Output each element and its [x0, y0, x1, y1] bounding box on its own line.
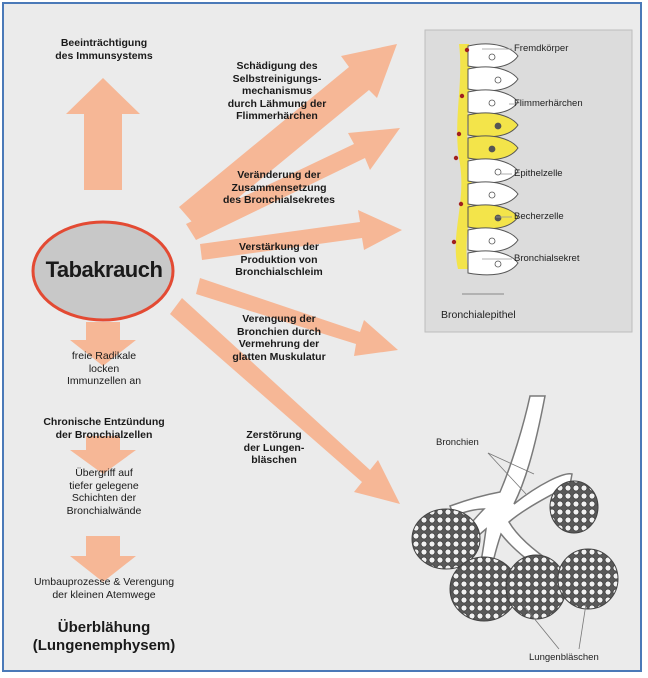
arrow-down-1 [70, 322, 136, 366]
cell-nucleus [494, 76, 502, 84]
label-bronchialepithel: Bronchialepithel [441, 309, 516, 321]
effect-mucus-production: Verstärkung der Produktion von Bronchial… [235, 241, 323, 279]
center-label: Tabakrauch [45, 257, 163, 282]
epithel-illustration [424, 29, 633, 333]
fremdkoerper-dot [464, 47, 470, 53]
label-fremdkoerper: Fremdkörper [514, 43, 569, 54]
arrow-right-3 [200, 210, 402, 260]
cell-nucleus [488, 191, 496, 199]
result-emphysema: Überblähung (Lungenemphysem) [32, 619, 176, 654]
fremdkoerper-dot [453, 155, 459, 161]
step-deep-layers: Übergriff auf tiefer gelegene Schichten … [66, 467, 142, 517]
epithel-cell [467, 250, 519, 276]
effect-alveoli-destruction: Zerstörung der Lungen- bläschen [243, 429, 305, 467]
arrow-down-2 [70, 436, 136, 474]
epithel-cells [467, 43, 519, 276]
label-bronchialsekret: Bronchialsekret [514, 253, 580, 264]
label-flimmerhaerchen: Flimmerhärchen [514, 98, 583, 109]
fremdkoerper-dot [458, 201, 464, 207]
effect-bronchial-narrowing: Verengung der Bronchien durch Vermehrung… [232, 313, 326, 363]
alveolus-cluster [411, 508, 481, 570]
alveolus-cluster [549, 480, 599, 534]
fremdkoerper-dot [456, 131, 462, 137]
cell-nucleus [494, 260, 502, 268]
arrow-right-5 [170, 298, 400, 504]
label-becherzelle: Becherzelle [514, 211, 564, 222]
step-remodeling: Umbauprozesse & Verengung der kleinen At… [33, 576, 175, 601]
cell-nucleus [488, 237, 496, 245]
arrow-down-3 [70, 536, 136, 582]
step-inflammation: Chronische Entzündung der Bronchialzelle… [43, 416, 165, 441]
effect-cilia-damage: Schädigung des Selbstreinigungs- mechani… [227, 60, 327, 123]
cell-nucleus [494, 168, 502, 176]
arrow-up-immune [66, 78, 140, 190]
lung-illustration [411, 395, 619, 622]
alveolus-cluster [505, 554, 567, 620]
arrow-right-4 [196, 278, 398, 356]
immune-text: Beeinträchtigung des Immunsystems [55, 37, 153, 62]
cell-nucleus [488, 53, 496, 61]
fremdkoerper-dot [459, 93, 465, 99]
cell-nucleus [494, 122, 502, 130]
fremdkoerper-dot [451, 239, 457, 245]
cell-nucleus [488, 145, 496, 153]
alveolus-cluster [557, 548, 619, 610]
arrows-group [66, 44, 402, 582]
label-lungenblaeschen: Lungenbläschen [529, 652, 599, 663]
tabakrauch-node [31, 220, 175, 322]
step-radicals: freie Radikale locken Immunzellen an [66, 350, 142, 388]
arrow-right-2 [186, 128, 400, 240]
effect-secretion-change: Veränderung der Zusammensetzung des Bron… [222, 169, 336, 207]
diagram-frame: Tabakrauch Beeinträchtigung des Immunsys… [2, 2, 642, 672]
cell-nucleus [494, 214, 502, 222]
arrow-right-1 [179, 44, 397, 230]
label-bronchien: Bronchien [436, 437, 479, 448]
cell-nucleus [488, 99, 496, 107]
label-epithelzelle: Epithelzelle [514, 168, 563, 179]
fremdkoerper-dots [451, 47, 470, 245]
diagram-artwork [31, 29, 633, 650]
